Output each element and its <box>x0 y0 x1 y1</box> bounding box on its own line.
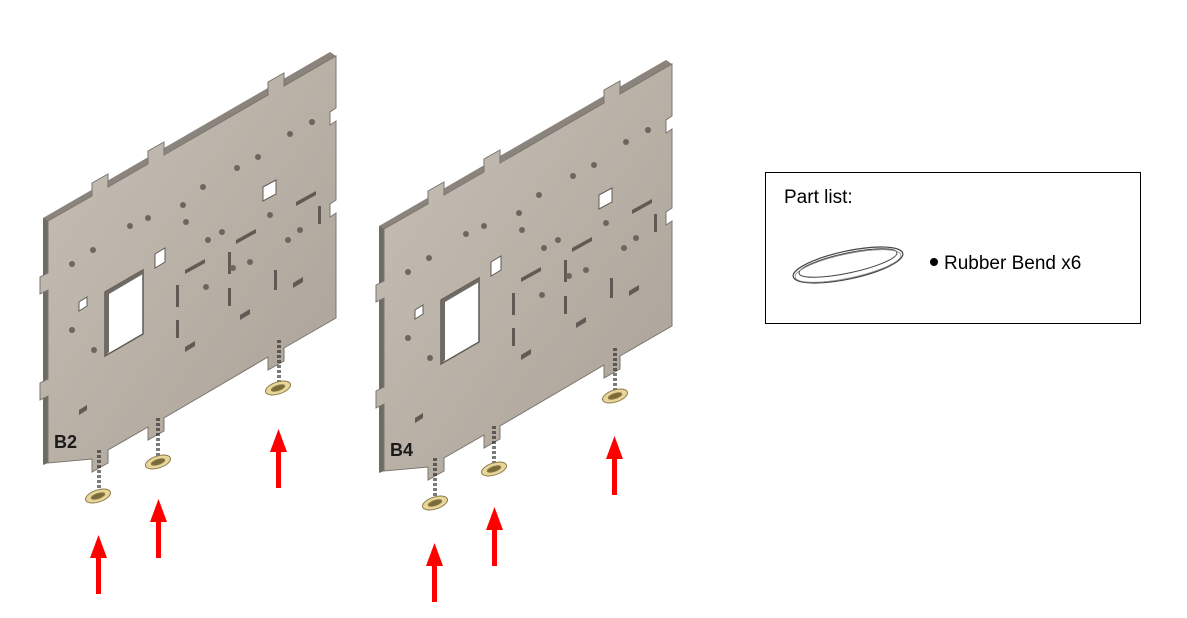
part-list-title: Part list: <box>784 187 853 208</box>
part-list-box: Part list: Rubber Bend x6 <box>765 172 1141 324</box>
bushing-icon <box>84 488 112 504</box>
arrow-up-icon <box>426 543 443 602</box>
bushing-icon <box>421 495 449 511</box>
arrow-up-icon <box>486 507 503 566</box>
guide-lines <box>97 340 617 500</box>
bushing-icon <box>144 454 172 470</box>
insert-arrows <box>90 429 623 602</box>
plate-b4: B4 <box>375 60 673 481</box>
plate-label-b4: B4 <box>390 440 413 460</box>
arrow-up-icon <box>90 535 107 594</box>
plate-b2: B2 <box>39 52 337 473</box>
bushing-icon <box>601 388 629 404</box>
part-list-item: Rubber Bend x6 <box>930 253 1081 275</box>
plate-label-b2: B2 <box>54 432 77 452</box>
arrow-up-icon <box>270 429 287 488</box>
rubber-bushings <box>84 380 629 511</box>
bushing-icon <box>264 380 292 396</box>
rubber-band-icon <box>792 246 904 284</box>
bullet-icon <box>930 257 938 266</box>
part-item-label: Rubber Bend x6 <box>944 253 1082 274</box>
arrow-up-icon <box>150 499 167 558</box>
bushing-icon <box>480 461 508 477</box>
arrow-up-icon <box>606 436 623 495</box>
